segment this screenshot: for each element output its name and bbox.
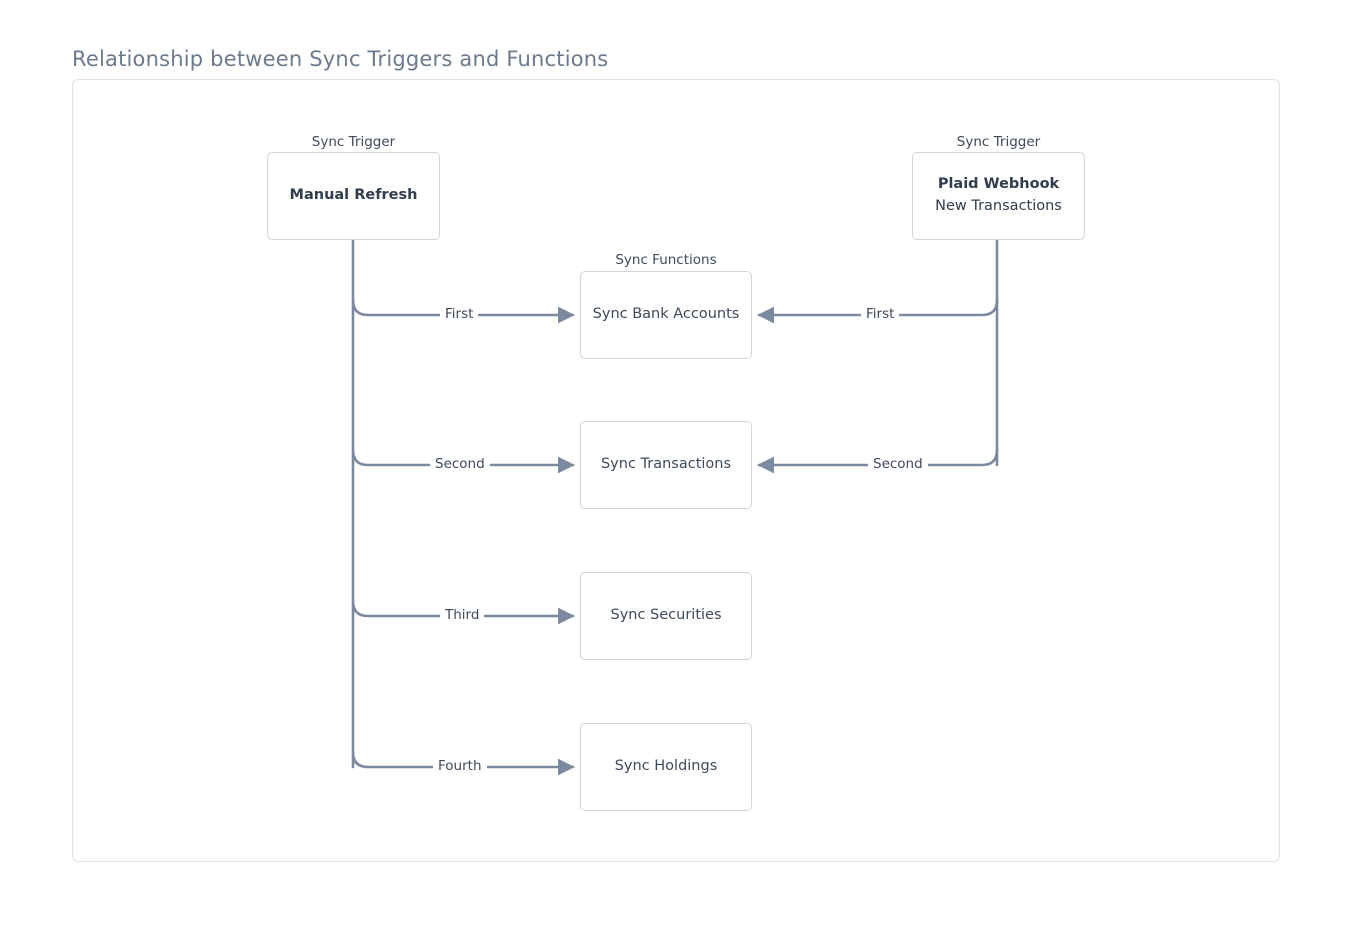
edge-manual-to-holdings — [351, 750, 575, 776]
edge-label-plaid-first: First — [861, 307, 900, 322]
node-sync-holdings-label: Sync Holdings — [614, 758, 718, 775]
edge-label-manual-third: Third — [440, 608, 485, 623]
node-plaid-webhook-subtitle: New Transactions — [935, 198, 1062, 214]
edge-label-manual-first: First — [440, 307, 479, 322]
group-label-sync-functions: Sync Functions — [615, 252, 717, 268]
node-plaid-webhook-title: Plaid Webhook — [937, 176, 1060, 193]
node-sync-bank-accounts[interactable]: Sync Bank Accounts — [580, 271, 752, 359]
edge-label-plaid-second: Second — [868, 457, 928, 472]
edge-manual-to-securities — [351, 599, 575, 625]
node-sync-transactions[interactable]: Sync Transactions — [580, 421, 752, 509]
group-label-trigger-left: Sync Trigger — [311, 134, 396, 150]
node-sync-securities[interactable]: Sync Securities — [580, 572, 752, 660]
node-plaid-webhook[interactable]: Plaid Webhook New Transactions — [912, 152, 1085, 240]
node-sync-bank-accounts-label: Sync Bank Accounts — [592, 306, 740, 323]
node-sync-transactions-label: Sync Transactions — [600, 456, 732, 473]
edge-plaid-to-bank-accounts — [757, 298, 999, 324]
node-sync-holdings[interactable]: Sync Holdings — [580, 723, 752, 811]
node-manual-refresh[interactable]: Manual Refresh — [267, 152, 440, 240]
group-label-trigger-right: Sync Trigger — [956, 134, 1041, 150]
edge-label-manual-second: Second — [430, 457, 490, 472]
edge-manual-to-transactions — [351, 448, 575, 474]
node-manual-refresh-title: Manual Refresh — [289, 187, 418, 204]
edge-label-manual-fourth: Fourth — [433, 759, 487, 774]
edge-plaid-to-transactions — [757, 448, 999, 474]
page-title: Relationship between Sync Triggers and F… — [72, 47, 609, 71]
edge-manual-to-bank-accounts — [351, 298, 575, 324]
node-sync-securities-label: Sync Securities — [610, 607, 722, 624]
